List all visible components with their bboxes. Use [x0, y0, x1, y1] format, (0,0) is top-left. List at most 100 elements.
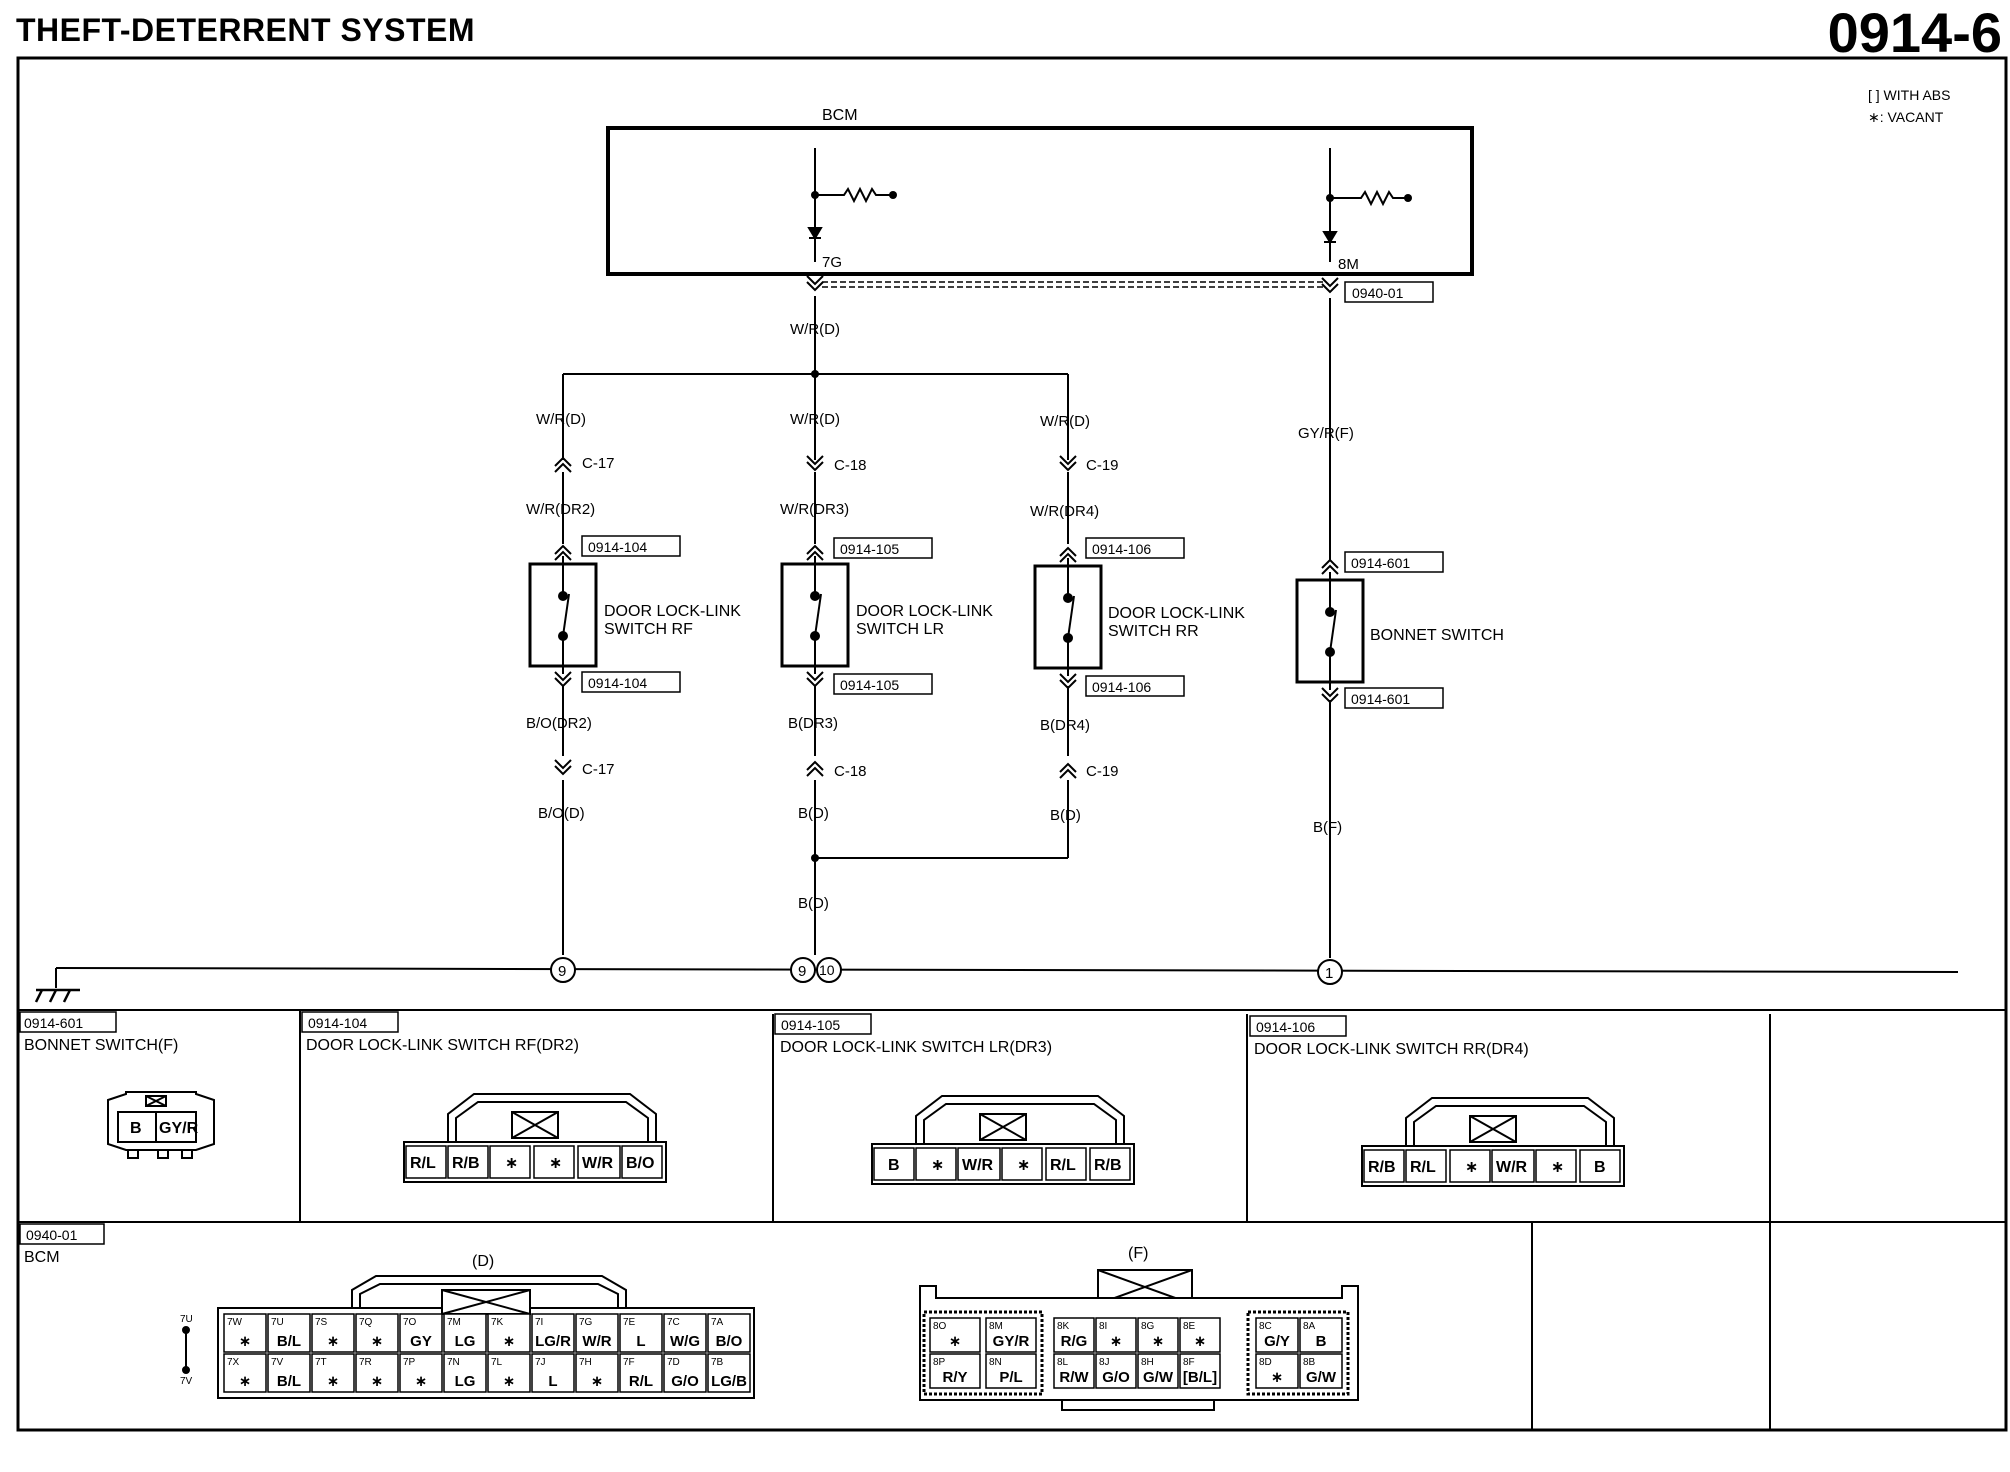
bcm-ref: 0940-01 [1352, 285, 1404, 301]
conn-rr-pin-3: ∗ [1465, 1159, 1478, 1176]
wire-label-rf-mid: W/R(DR2) [526, 501, 595, 518]
bcm-internal-right [1322, 148, 1408, 262]
conn-label-c19-lower: C-19 [1086, 763, 1119, 780]
ref-box-bonnet-bottom [1344, 687, 1444, 709]
conn-rf-pin-6: B/O [626, 1155, 654, 1172]
conn-bcm-f-label: (F) [1128, 1245, 1148, 1262]
conn-lr-pin-3: W/R [962, 1157, 994, 1174]
bcm-node-right [1326, 194, 1334, 202]
bcm-f-pin-8e: 8E∗ [1179, 1317, 1221, 1353]
svg-text:7W: 7W [227, 1317, 243, 1328]
svg-text:7H: 7H [579, 1357, 592, 1368]
conn-label-c18-lower: C-18 [834, 763, 867, 780]
bcm-d-pin-7e: 7EL [619, 1313, 663, 1353]
wire-label-bd: B(D) [798, 895, 829, 912]
svg-text:8P: 8P [933, 1357, 946, 1368]
svg-text:8N: 8N [989, 1357, 1002, 1368]
svg-text:7D: 7D [667, 1357, 680, 1368]
bcm-d-pin-7g: 7GW/R [575, 1313, 619, 1353]
conn-bcm-ref-box [19, 1223, 105, 1245]
bcm-f-pin-8o: 8O∗ [929, 1317, 981, 1353]
conn-rf-ref: 0914-104 [308, 1015, 367, 1031]
conn-bonnet-pin-1: B [130, 1120, 142, 1137]
wires [55, 296, 1959, 988]
bcm-d-pin-7k: 7K∗ [487, 1313, 531, 1353]
conn-lr-cells [873, 1147, 1131, 1181]
device-rf-line1: DOOR LOCK-LINK [604, 603, 741, 620]
svg-text:10: 10 [819, 962, 835, 978]
conn-rf-pin-3: ∗ [505, 1155, 518, 1172]
svg-text:∗: ∗ [1194, 1333, 1207, 1350]
legend-vacant: ∗: VACANT [1868, 109, 1944, 125]
bcm-f-pin-8c: 8CG/Y [1255, 1317, 1299, 1353]
page-title: THEFT-DETERRENT SYSTEM [16, 12, 476, 48]
bcm-f-pin-8k: 8KR/G [1053, 1317, 1095, 1353]
conn-bonnet-title: BONNET SWITCH(F) [24, 1037, 178, 1054]
bcm-f-pin-8f: 8F[B/L] [1179, 1353, 1221, 1389]
svg-text:G/Y: G/Y [1264, 1333, 1290, 1350]
svg-text:9: 9 [798, 963, 806, 980]
bcm-chevron-left [806, 275, 824, 291]
bcm-f-pin-8p: 8PR/Y [929, 1353, 981, 1389]
device-bonnet: BONNET SWITCH [1370, 627, 1504, 644]
svg-text:8H: 8H [1141, 1357, 1154, 1368]
switch-rf [528, 556, 598, 674]
svg-text:8D: 8D [1259, 1357, 1272, 1368]
conn-rr-pin-1: R/B [1368, 1159, 1396, 1176]
bcm-d-pin-7c: 7CW/G [663, 1313, 707, 1353]
svg-text:G/W: G/W [1143, 1369, 1174, 1386]
ground-point-10: 10 [816, 957, 842, 983]
bcm-terminal-7g: 7G [822, 254, 842, 271]
bcm-f-block-border-2 [1246, 1310, 1350, 1396]
svg-text:8L: 8L [1057, 1357, 1069, 1368]
svg-text:B: B [1316, 1333, 1327, 1350]
legend-abs: [ ] WITH ABS [1868, 87, 1950, 103]
svg-text:R/Y: R/Y [942, 1369, 967, 1386]
conn-rr-pin-2: R/L [1410, 1159, 1436, 1176]
conn-bcm-side-bottom: 7V [180, 1376, 193, 1387]
junction-top [811, 370, 819, 378]
conn-rr-title: DOOR LOCK-LINK SWITCH RR(DR4) [1254, 1041, 1529, 1058]
device-lr-line1: DOOR LOCK-LINK [856, 603, 993, 620]
svg-text:7A: 7A [711, 1317, 724, 1328]
svg-text:W/R: W/R [582, 1333, 611, 1350]
bcm-d-pin-7l: 7L∗ [487, 1353, 531, 1393]
svg-text:R/G: R/G [1061, 1333, 1088, 1350]
bcm-f-pin-8a: 8AB [1299, 1317, 1343, 1353]
bcm-f-pin-8g: 8G∗ [1137, 1317, 1179, 1353]
conn-lr-ref: 0914-105 [781, 1017, 840, 1033]
ref-box-rr-top [1085, 537, 1185, 559]
wire-label-rf-lower: B/O(DR2) [526, 715, 592, 732]
wire-label-bf: B(F) [1313, 819, 1342, 836]
ground-point-9: 9 [790, 957, 816, 983]
svg-text:7P: 7P [403, 1357, 416, 1368]
svg-text:8E: 8E [1183, 1321, 1196, 1332]
wire-label-rr-lower: B(DR4) [1040, 717, 1090, 734]
bcm-d-pin-7x: 7X∗ [223, 1353, 267, 1393]
svg-text:∗: ∗ [1271, 1369, 1284, 1386]
svg-text:GY: GY [410, 1333, 432, 1350]
conn-rf-pin-5: W/R [582, 1155, 614, 1172]
bcm-terminal-8m: 8M [1338, 256, 1359, 273]
svg-text:G/O: G/O [671, 1373, 699, 1390]
conn-rr-pin-6: B [1594, 1159, 1606, 1176]
page-code: 0914-6 [1827, 1, 2002, 64]
svg-text:8O: 8O [933, 1321, 947, 1332]
bcm-f-pin-8d: 8D∗ [1255, 1353, 1299, 1389]
bcm-d-pin-7u: 7UB/L [267, 1313, 311, 1353]
bcm-d-pin-7q: 7Q∗ [355, 1313, 399, 1353]
conn-rr-pin-4: W/R [1496, 1159, 1528, 1176]
wire-label-rr-upper: W/R(D) [1040, 413, 1090, 430]
conn-label-c18: C-18 [834, 457, 867, 474]
svg-text:∗: ∗ [327, 1333, 340, 1350]
ref-box-lr-bottom [833, 673, 933, 695]
bcm-f-pin-8h: 8HG/W [1137, 1353, 1179, 1389]
ref-rf-top: 0914-104 [588, 539, 647, 555]
bcm-d-pin-7j: 7JL [531, 1353, 575, 1393]
conn-rf-pin-1: R/L [410, 1155, 436, 1172]
wire-label-rf-bottom: B/O(D) [538, 805, 585, 822]
svg-text:1: 1 [1325, 965, 1333, 982]
wire-label-lr-upper: W/R(D) [790, 411, 840, 428]
bcm-d-pin-7h: 7H∗ [575, 1353, 619, 1393]
